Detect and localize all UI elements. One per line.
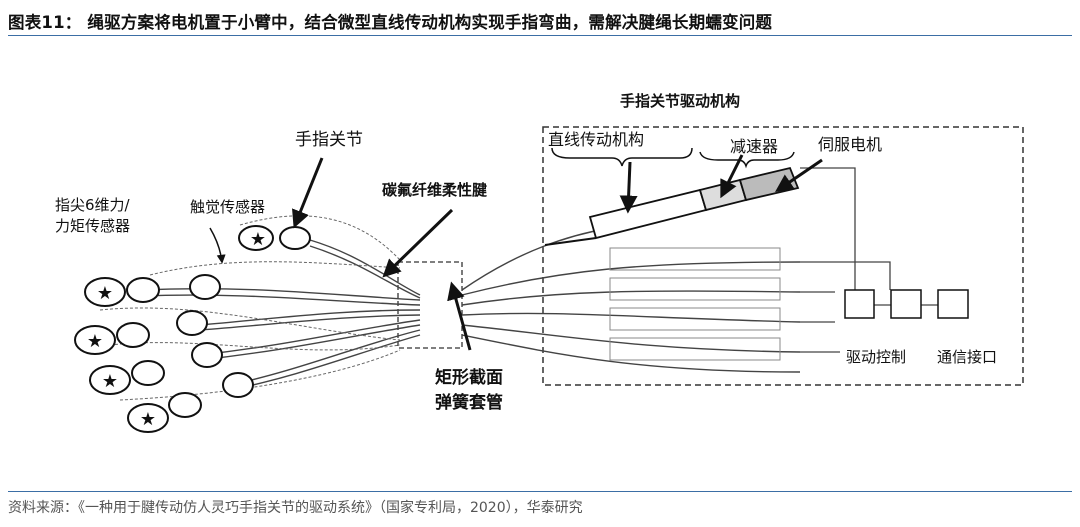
tactile-sensor-label: 触觉传感器: [190, 198, 265, 216]
svg-text:★: ★: [140, 409, 156, 430]
fingertip-sensor-label-line2: 力矩传感器: [55, 217, 130, 235]
fingertip-sensor-label-line1: 指尖6维力/: [55, 196, 131, 214]
control-wiring: [800, 167, 938, 353]
svg-text:★: ★: [97, 283, 113, 304]
sleeve-label-line1: 矩形截面: [435, 367, 503, 388]
svg-text:★: ★: [102, 371, 118, 392]
finger-joint-label: 手指关节: [295, 130, 363, 150]
comm-interface-label: 通信接口: [937, 348, 997, 366]
drive-mechanism-box: [542, 126, 1024, 386]
tendon-label: 碳氟纤维柔性腱: [382, 181, 488, 199]
callout-arrows: [292, 154, 823, 351]
drive-control-label: 驱动控制: [846, 348, 906, 366]
svg-text:★: ★: [87, 331, 103, 352]
title-divider: [8, 35, 1072, 36]
svg-text:★: ★: [250, 229, 266, 250]
reducer-label: 减速器: [730, 137, 778, 156]
drive-mechanism-label: 手指关节驱动机构: [620, 92, 740, 110]
footer-divider: [8, 491, 1072, 492]
tendon-bundle: [139, 227, 801, 391]
servo-motor-label: 伺服电机: [818, 135, 882, 154]
figure-title: 图表11： 绳驱方案将电机置于小臂中，结合微型直线传动机构实现手指弯曲，需解决腱…: [8, 13, 773, 32]
finger-segments: [74, 225, 311, 433]
reducer-brace: [699, 151, 795, 169]
linear-transmission-brace: [551, 147, 693, 167]
controller-boxes: [844, 289, 969, 319]
star-icons: ★ ★ ★ ★ ★: [87, 229, 266, 430]
additional-drive-units: [609, 247, 781, 361]
linear-transmission-label: 直线传动机构: [548, 130, 644, 149]
tactile-pointer: [209, 227, 226, 264]
source-note: 资料来源：《一种用于腱传动仿人灵巧手指关节的驱动系统》（国家专利局，2020），…: [8, 500, 583, 516]
sleeve-label-line2: 弹簧套管: [435, 392, 503, 413]
